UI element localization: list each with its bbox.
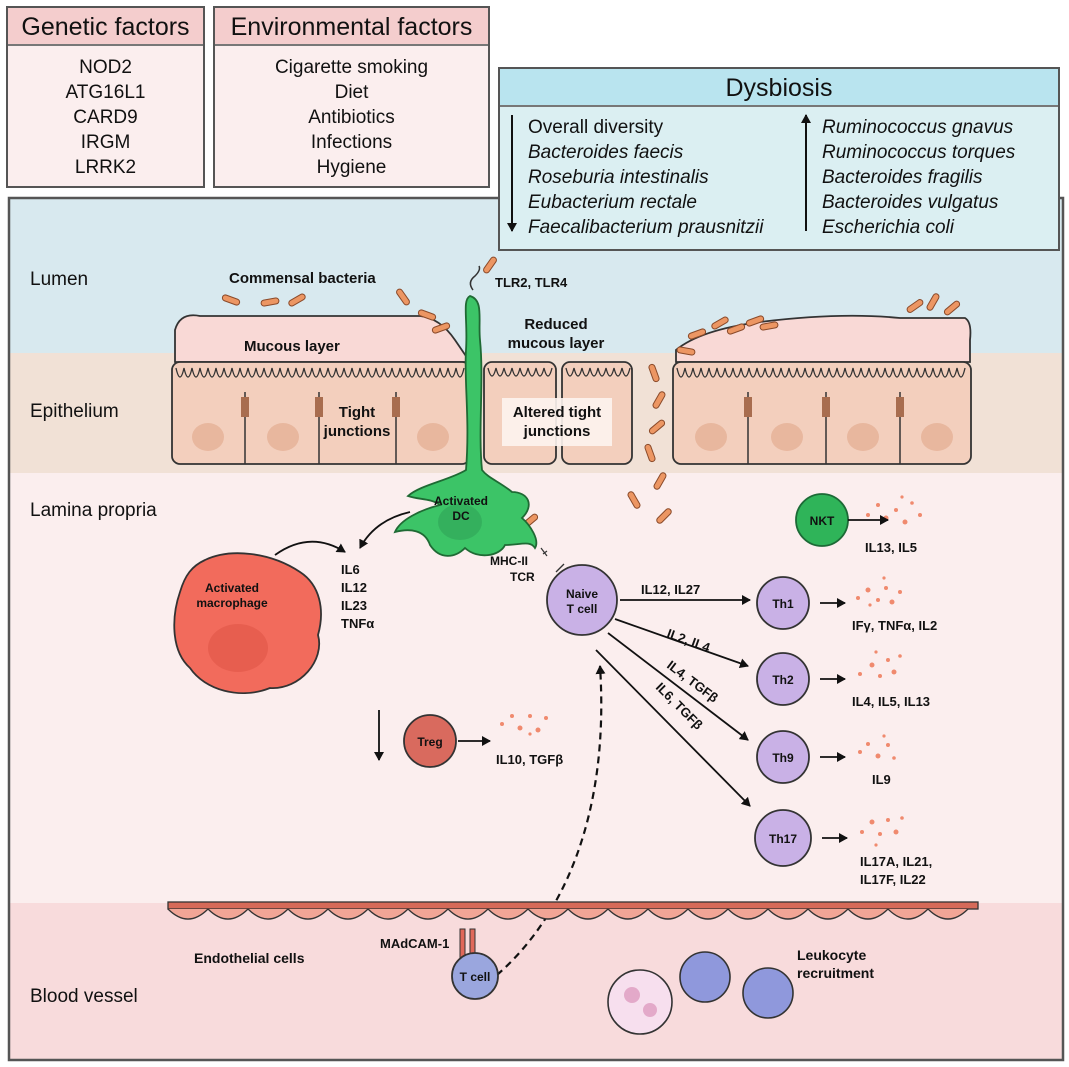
increased-item: Escherichia coli	[822, 217, 954, 238]
cytokine-mac-1: IL12	[341, 580, 367, 595]
reduced-mucous-label-1: Reduced	[524, 316, 587, 333]
th1-cell	[756, 576, 810, 630]
epithelium-right	[672, 314, 972, 465]
treg-label: Treg	[417, 735, 442, 749]
naive-t-cell	[546, 564, 618, 636]
decreased-item: Bacteroides faecis	[528, 142, 684, 163]
th17-out-2: IL17F, IL22	[860, 872, 926, 887]
genetic-item: IRGM	[80, 132, 131, 153]
environmental-item: Cigarette smoking	[274, 57, 429, 78]
epithelium-label: Epithelium	[30, 401, 119, 422]
increased-item: Ruminococcus gnavus	[822, 117, 1014, 138]
macrophage-label-2: macrophage	[196, 596, 268, 610]
tcell-label: T cell	[460, 970, 491, 984]
increased-item: Bacteroides vulgatus	[822, 192, 999, 213]
environmental-item: Antibiotics	[308, 107, 395, 128]
th17-label: Th17	[769, 832, 797, 846]
environmental-item: Infections	[310, 132, 393, 153]
th17-out-1: IL17A, IL21,	[860, 854, 932, 869]
arrows	[274, 511, 889, 976]
tight-label-1: Tight	[339, 404, 375, 421]
nkt-label: NKT	[810, 514, 835, 528]
genetic-factors-list: NOD2 ATG16L1 CARD9 IRGM LRRK2	[8, 46, 203, 180]
genetic-item: ATG16L1	[65, 82, 146, 103]
th9-out: IL9	[872, 772, 891, 787]
endothelial-label: Endothelial cells	[194, 950, 305, 966]
environmental-factors-box: Environmental factors Cigarette smoking …	[213, 6, 490, 188]
cytokine-dots	[500, 495, 922, 847]
epithelium-left	[171, 314, 472, 465]
leukocyte-2	[679, 951, 731, 1003]
genetic-factors-box: Genetic factors NOD2 ATG16L1 CARD9 IRGM …	[6, 6, 205, 188]
dysbiosis-box: Dysbiosis Overall diversity Bacteroides …	[498, 67, 1060, 251]
decreased-item: Roseburia intestinalis	[528, 167, 709, 188]
blood-t-cell	[451, 952, 499, 1000]
naive-label-1: Naive	[566, 587, 598, 601]
th1-out: IFγ, TNFα, IL2	[852, 618, 937, 633]
dysbiosis-decreased-list: Overall diversity Bacteroides faecis Ros…	[528, 115, 764, 240]
treg-out: IL10, TGFβ	[496, 752, 563, 767]
altered-label-2: junctions	[523, 423, 591, 440]
th1-label: Th1	[772, 597, 794, 611]
tlr-label: TLR2, TLR4	[495, 275, 568, 290]
environmental-factors-list: Cigarette smoking Diet Antibiotics Infec…	[215, 46, 488, 180]
epithelium-middle	[483, 361, 633, 465]
cytokine-mac-2: IL23	[341, 598, 367, 613]
madcam-label: MAdCAM-1	[380, 936, 449, 951]
th9-cell	[756, 730, 810, 784]
mhc-label: MHC-II	[490, 554, 528, 568]
reduced-mucous-label-2: mucous layer	[508, 335, 605, 352]
dc-label-2: DC	[452, 509, 470, 523]
cytokine-mac-3: TNFα	[341, 616, 374, 631]
microvilli-left	[175, 367, 465, 378]
mucous-label: Mucous layer	[244, 338, 340, 355]
altered-label-1: Altered tight	[513, 404, 601, 421]
dysbiosis-title: Dysbiosis	[500, 69, 1058, 107]
dysbiosis-increased-list: Ruminococcus gnavus Ruminococcus torques…	[822, 115, 1015, 240]
th2-out: IL4, IL5, IL13	[852, 694, 930, 709]
genetic-item: LRRK2	[74, 157, 137, 178]
treg-cell	[403, 714, 457, 768]
th2-cell	[756, 652, 810, 706]
genetic-item: NOD2	[79, 57, 132, 78]
dc-label-1: Activated	[434, 494, 488, 508]
environmental-factors-title: Environmental factors	[215, 8, 488, 46]
increased-item: Ruminococcus torques	[822, 142, 1016, 163]
decreased-item: Overall diversity	[528, 117, 664, 138]
decreased-item: Eubacterium rectale	[528, 192, 697, 213]
blood-vessel-region	[9, 903, 1063, 1060]
blood-vessel-wall	[167, 901, 979, 960]
leukocyte-1	[607, 969, 673, 1035]
genetic-factors-title: Genetic factors	[8, 8, 203, 46]
environmental-item: Hygiene	[316, 157, 387, 178]
increased-item: Bacteroides fragilis	[822, 167, 983, 188]
genetic-item: CARD9	[73, 107, 138, 128]
lamina-propria-label: Lamina propria	[30, 500, 157, 521]
th9-label: Th9	[772, 751, 794, 765]
blood-vessel-label: Blood vessel	[30, 986, 138, 1007]
activated-dc	[393, 265, 548, 557]
naive-label-2: T cell	[567, 602, 598, 616]
mucous-layer-right	[675, 314, 972, 363]
lumen-label: Lumen	[30, 269, 88, 290]
dysbiosis-arrows	[507, 114, 811, 232]
activated-macrophage	[173, 552, 322, 695]
macrophage-label-1: Activated	[205, 581, 259, 595]
commensal-label: Commensal bacteria	[229, 270, 376, 287]
th2-label: Th2	[772, 673, 794, 687]
tight-label-2: junctions	[323, 423, 391, 440]
leuko-label-1: Leukocyte	[797, 947, 866, 963]
nkt-out: IL13, IL5	[865, 540, 917, 555]
leukocyte-3	[742, 967, 794, 1019]
environmental-item: Diet	[334, 82, 369, 103]
leuko-label-2: recruitment	[797, 965, 874, 981]
decreased-item: Faecalibacterium prausnitzii	[528, 217, 764, 238]
th1-in: IL12, IL27	[641, 582, 700, 597]
cytokine-mac-0: IL6	[341, 562, 360, 577]
tcr-label: TCR	[510, 570, 535, 584]
th17-cell	[754, 809, 812, 867]
